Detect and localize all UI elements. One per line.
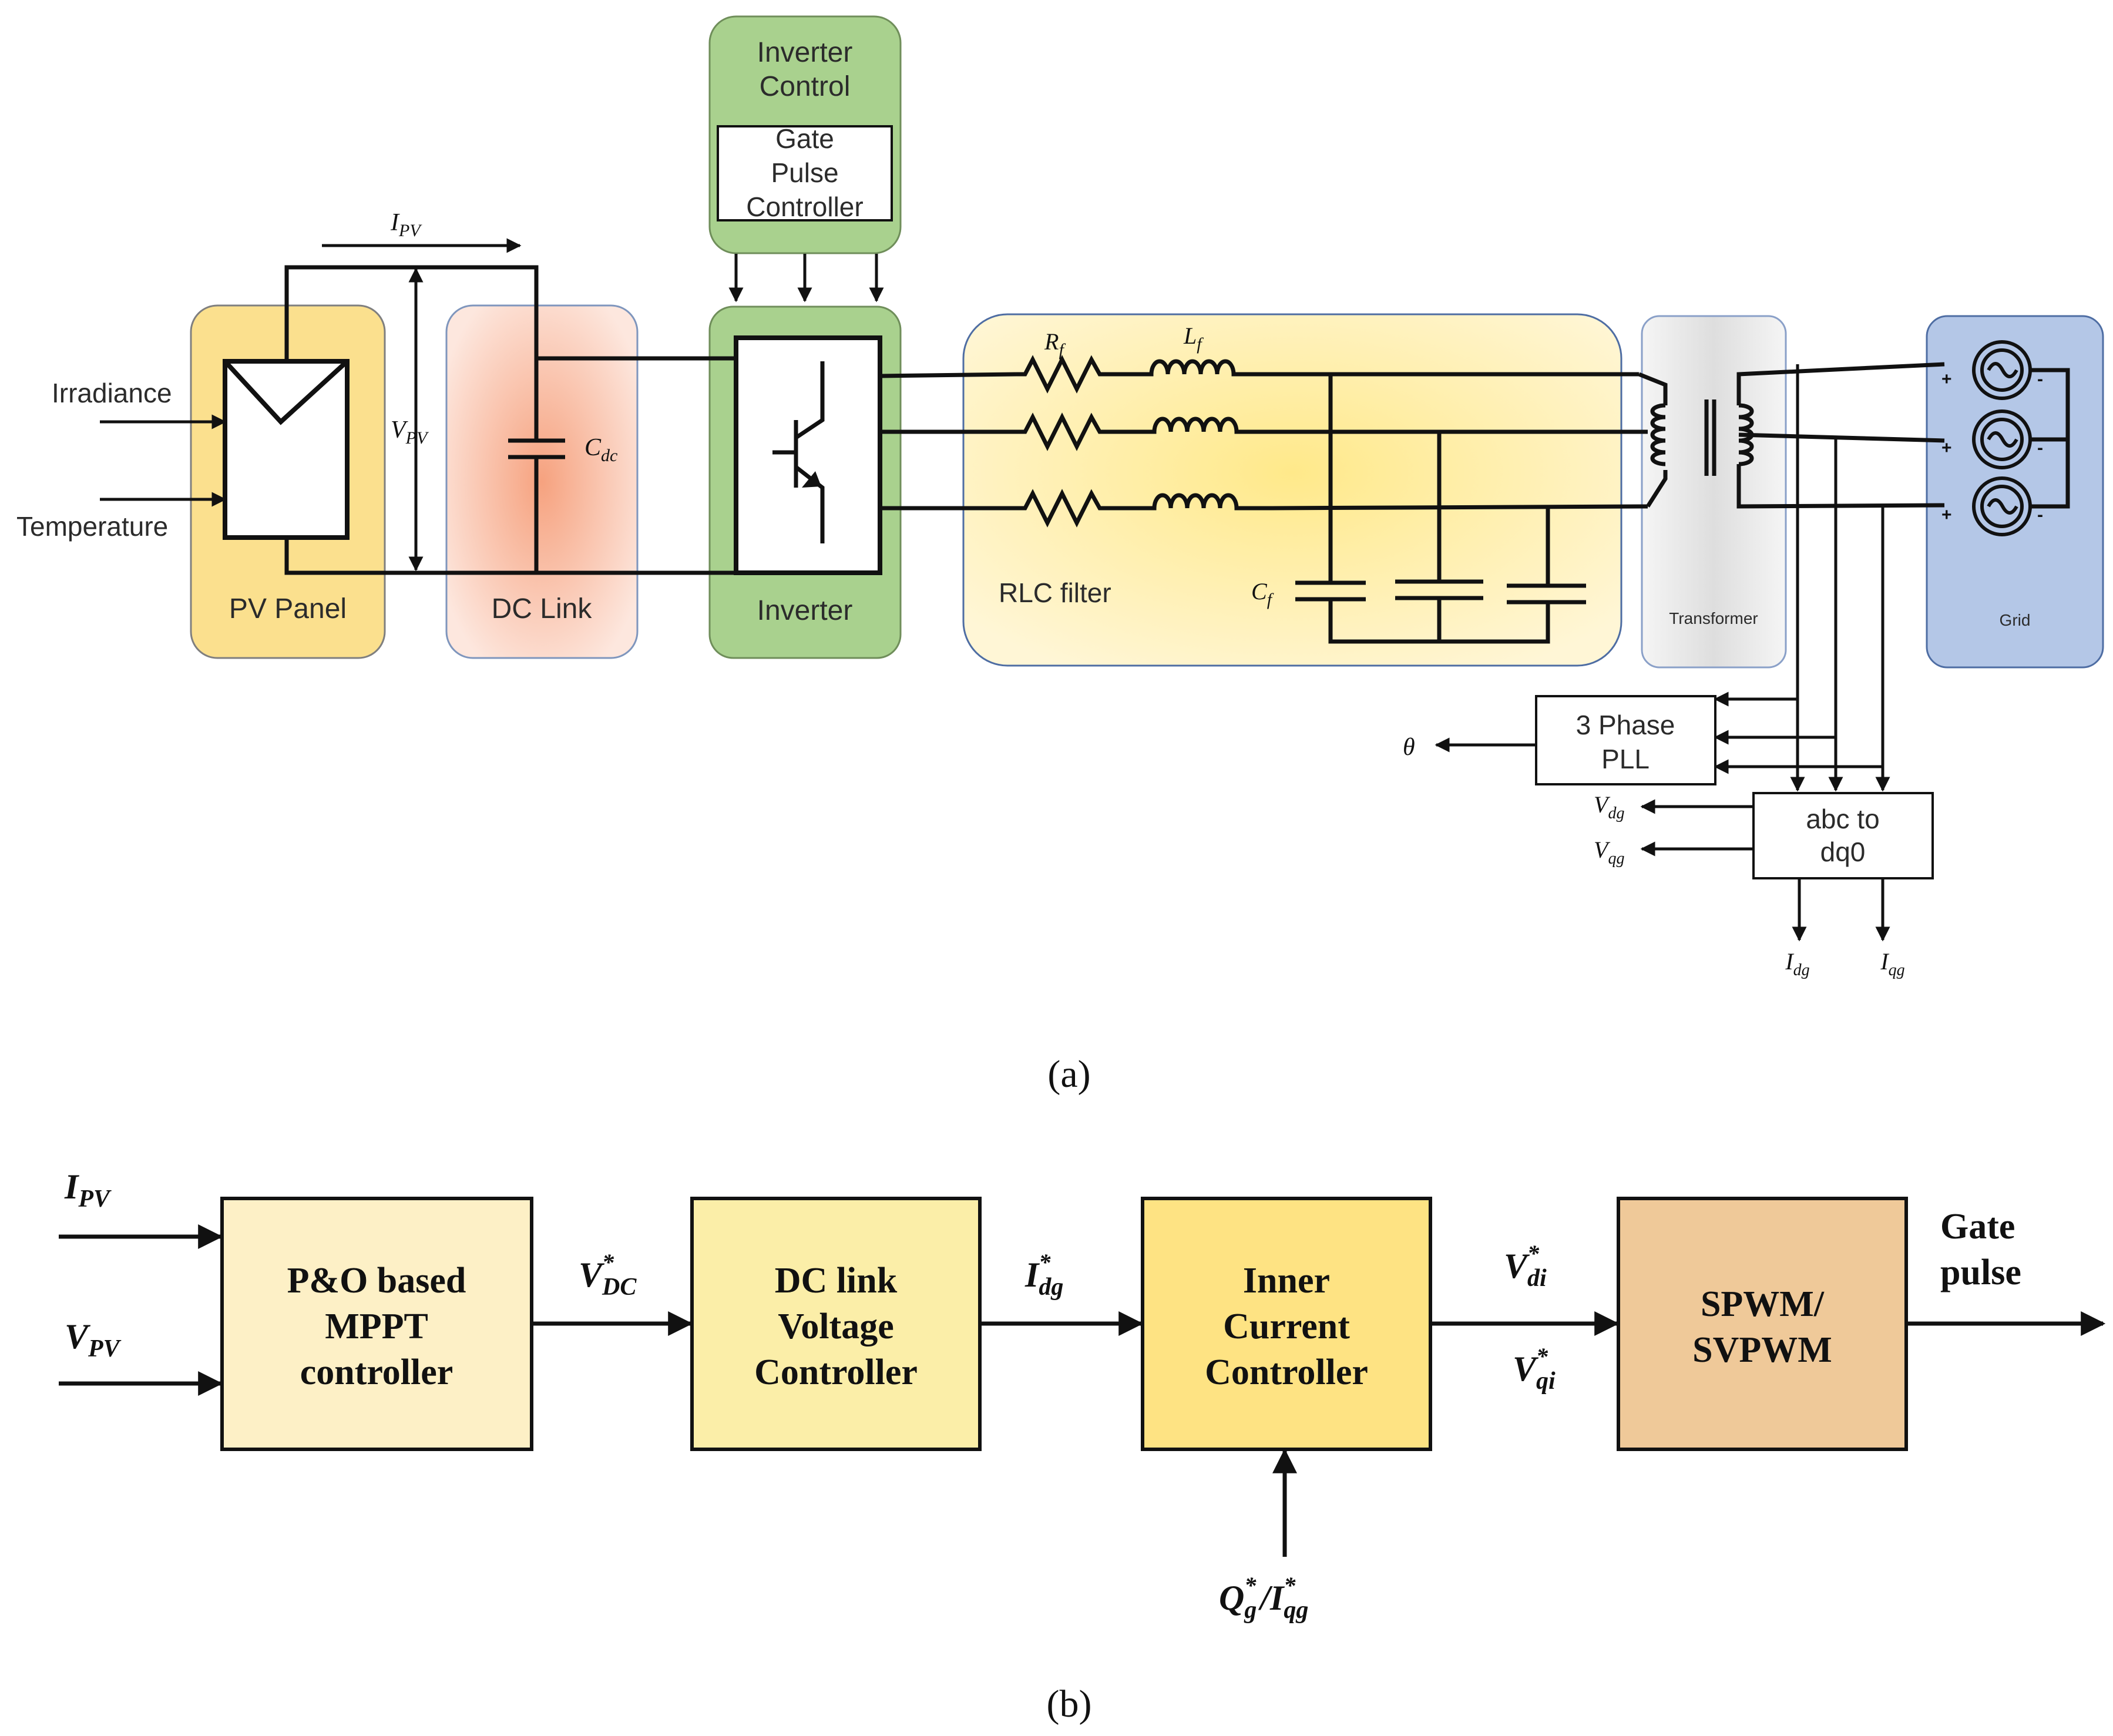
abc-dq0-box [1752,792,1934,879]
rlc-filter-block [962,313,1622,667]
mppt-controller-block [220,1197,533,1451]
dclink-line-1: DC link [775,1261,898,1301]
mppt-line-3: controller [300,1352,453,1392]
b-vqi-label: V*qi [1513,1343,1556,1395]
phase-a-out [879,372,1017,378]
svg-text:+: + [1941,370,1952,389]
temperature-label: Temperature [16,511,168,542]
pll-box [1535,695,1716,785]
gate-pulse-line-1: Gate [775,123,834,154]
gate-pulse-line-2-b: pulse [1940,1253,2021,1292]
transformer-secondary-bot [1736,464,1945,509]
spwm-line-2: SVPWM [1692,1330,1832,1370]
transformer-secondary-top [1736,362,1945,405]
grid-source-b [1972,409,2032,469]
vdg-label: Vdg [1594,791,1624,822]
inner-line-1: Inner [1243,1261,1330,1301]
resistor-phase-a [1016,355,1144,394]
cdc-label: Cdc [584,434,617,465]
igbt-collector [795,361,825,439]
abc-dq0-line-1: abc to [1806,804,1879,834]
grid-source-c [1972,476,2032,536]
svg-text:+: + [1941,438,1952,458]
inverter-switch-symbol [734,335,882,575]
transformer-primary-coil [1650,403,1666,466]
grid-label: Grid [2000,611,2031,629]
caption-b: (b) [1047,1683,1092,1725]
inverter-control-title-2: Control [760,71,851,102]
inverter-label: Inverter [757,595,853,626]
inner-line-2: Current [1223,1307,1350,1347]
control-block-diagram: IPV VPV P&O based MPPT controller V*DC D… [59,1167,2106,1725]
mppt-line-1: P&O based [287,1261,466,1301]
vqg-label: Vqg [1594,837,1624,868]
pv-cell-symbol [223,359,350,540]
inner-line-3: Controller [1205,1352,1368,1392]
b-vdc-label: V*DC [579,1249,637,1301]
spwm-line-1: SPWM/ [1701,1284,1825,1324]
theta-label: θ [1403,734,1415,761]
gate-pulse-line-1-b: Gate [1940,1207,2015,1247]
b-qg-iqg-label: Q*g/I*qg [1219,1572,1308,1624]
ipv-label: IPV [390,209,422,240]
pll-line-1: 3 Phase [1576,710,1675,740]
svg-text:-: - [2037,505,2043,525]
power-circuit-diagram: Inverter Control Gate Pulse Controller I… [16,15,2104,1096]
irradiance-label: Irradiance [52,378,172,408]
b-ipv-label: IPV [64,1167,112,1213]
inductor-phase-c [1145,493,1648,511]
svg-text:+: + [1941,505,1952,525]
igbt-emitter-arrow [802,471,821,488]
iqg-label: Iqg [1880,948,1904,979]
transformer-secondary-mid [1738,432,1945,443]
resistor-phase-b [1016,412,1145,451]
igbt-emitter [794,465,825,543]
grid-source-a [1972,340,2032,400]
gate-pulse-line-3: Controller [746,192,863,222]
inductor-phase-b [1145,417,1648,434]
inverter-control-title-1: Inverter [757,37,853,68]
b-vdi-label: V*di [1504,1240,1547,1292]
pll-line-2: PLL [1601,744,1650,774]
mppt-line-2: MPPT [325,1307,428,1347]
dclink-line-2: Voltage [778,1307,893,1347]
idg-label: Idg [1785,948,1809,979]
transformer-primary-bot [1646,470,1668,508]
inductor-phase-a [1144,359,1639,377]
dc-link-label: DC Link [492,593,593,624]
dc-link-block [445,304,639,659]
gate-pulse-controller-box [717,125,893,221]
svg-text:-: - [2037,370,2043,389]
transformer-primary-top [1638,372,1668,405]
resistor-phase-c [1016,489,1145,528]
pv-cell-diode-mark [223,360,349,425]
rlc-filter-label: RLC filter [999,577,1111,608]
abc-dq0-line-2: dq0 [1820,837,1866,867]
caption-a: (a) [1047,1053,1090,1096]
vpv-label: VPV [391,417,429,448]
gate-pulse-line-2: Pulse [771,157,838,188]
svg-text:-: - [2037,438,2043,458]
dclink-line-3: Controller [754,1352,918,1392]
dc-negative-bus [284,538,736,575]
spwm-svpwm-block [1617,1197,1908,1451]
b-idg-label: I*dg [1024,1249,1063,1301]
grid-polarity-marks: + + + - - - [1941,370,2043,525]
b-vpv-label: VPV [65,1317,122,1362]
transformer-label: Transformer [1669,609,1758,627]
dc-positive-bus [284,265,736,361]
transformer-block [1641,315,1787,669]
pv-panel-label: PV Panel [229,593,347,624]
